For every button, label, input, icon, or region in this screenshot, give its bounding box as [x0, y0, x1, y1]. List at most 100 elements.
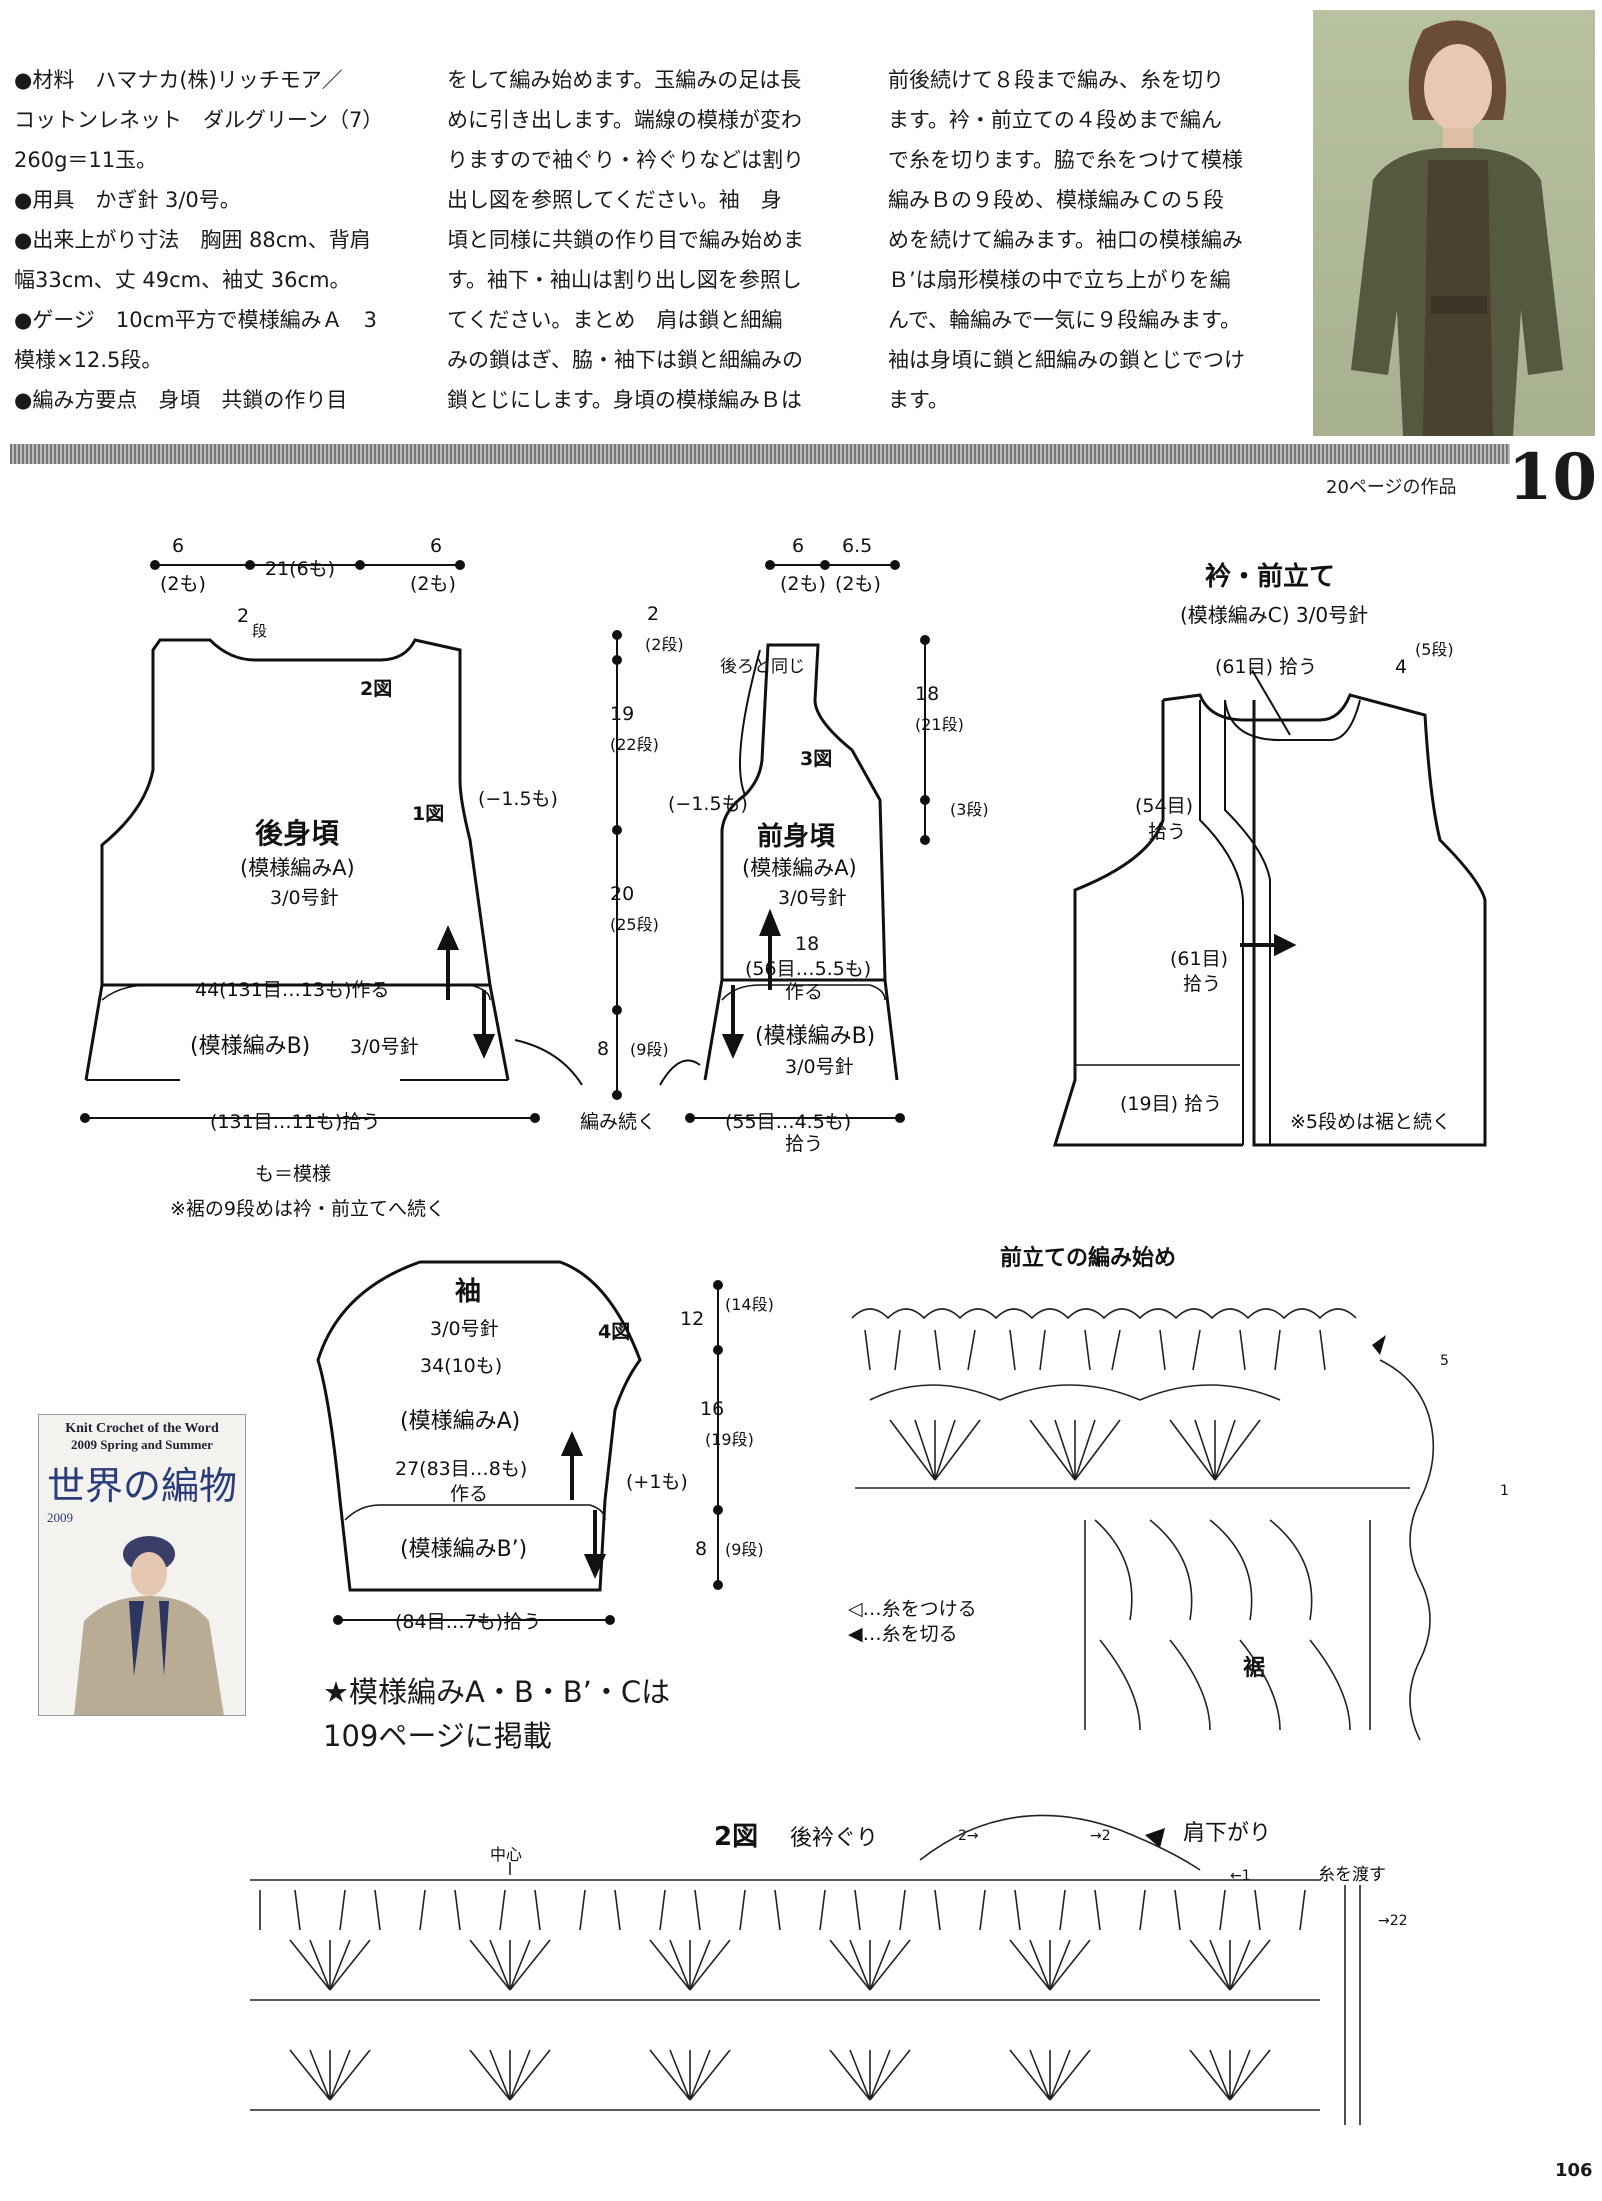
svg-text:1: 1	[1500, 1483, 1509, 1499]
svg-text:5: 5	[1440, 1353, 1449, 1369]
pattern-reference-note: ★模様編みA・B・B’・Cは 109ページに掲載	[323, 1675, 671, 1753]
svg-text:(5段): (5段)	[1415, 640, 1454, 659]
svg-text:8: 8	[597, 1038, 609, 1060]
dim-back-6a: 6	[172, 535, 184, 557]
carry-yarn-label: 糸を渡す	[1318, 1865, 1386, 1885]
svg-text:(2も): (2も)	[780, 573, 826, 595]
text-column-1: ●材料 ハマナカ(株)リッチモア／ コットンレネット ダルグリーン（7） 260…	[14, 68, 384, 412]
svg-text:拾う: 拾う	[785, 1133, 823, 1155]
svg-text:(+1も): (+1も)	[626, 1471, 688, 1493]
back-make: 44(131目…13も)作る	[195, 979, 389, 1001]
fig2-chart-title: 2図	[714, 1822, 758, 1852]
front-body-outline	[720, 643, 887, 982]
svg-text:27(83目…8も): 27(83目…8も)	[395, 1458, 527, 1480]
svg-text:6: 6	[792, 535, 804, 557]
front-body-title: 前身頃	[757, 821, 836, 852]
collar-note: ※5段めは裾と続く	[1290, 1111, 1451, 1133]
svg-text:(19目) 拾う: (19目) 拾う	[1120, 1093, 1222, 1115]
svg-text:(−1.5も): (−1.5も)	[668, 793, 748, 815]
svg-text:2→: 2→	[958, 1828, 979, 1844]
svg-text:(模様編みB): (模様編みB)	[755, 1024, 875, 1049]
svg-text:16: 16	[700, 1398, 724, 1420]
svg-text:12: 12	[680, 1308, 704, 1330]
reference-caption: 20ページの作品	[1326, 477, 1457, 498]
svg-text:20: 20	[610, 883, 634, 905]
svg-text:作る: 作る	[785, 981, 823, 1003]
same-as-back: 後ろと同じ	[720, 657, 805, 677]
back-needle: 3/0号針	[270, 887, 339, 909]
collar-title: 衿・前立て	[1205, 561, 1335, 592]
svg-text:作る: 作る	[450, 1483, 488, 1505]
back-neck-chart	[250, 1814, 1361, 2125]
back-hem-needle: 3/0号針	[350, 1036, 419, 1058]
front-band-chart	[851, 1308, 1435, 1741]
svg-text:(61目): (61目)	[1170, 948, 1228, 970]
center-label: 中心	[490, 1845, 522, 1864]
shoulder-slope-label: 肩下がり	[1183, 1821, 1271, 1846]
cover-line-2: 2009 Spring and Summer	[71, 1437, 213, 1452]
svg-text:18: 18	[795, 933, 819, 955]
back-body-outline	[100, 638, 492, 987]
dim-back-2a: (2も)	[160, 573, 206, 595]
dim-back-21: 21(6も)	[265, 558, 335, 580]
svg-text:8: 8	[695, 1538, 707, 1560]
fig3-label: 3図	[800, 748, 832, 770]
text-column-2: をして編み始めます。玉編みの足は長 めに引き出します。端線の模様が変わ りますの…	[447, 68, 804, 412]
svg-text:(2も): (2も)	[835, 573, 881, 595]
cover-title: 世界の編物	[46, 1464, 237, 1508]
svg-text:(2段): (2段)	[645, 635, 684, 654]
pattern-number: 10	[1508, 440, 1598, 515]
svg-text:→22: →22	[1378, 1913, 1408, 1929]
svg-text:(14段): (14段)	[725, 1295, 774, 1314]
svg-text:3/0号針: 3/0号針	[430, 1318, 499, 1340]
dim-back-2b: (2も)	[410, 573, 456, 595]
svg-text:(61目) 拾う: (61目) 拾う	[1215, 656, 1317, 678]
back-pick: (131目…11も)拾う	[210, 1111, 380, 1133]
legend-attach: ◁…糸をつける	[848, 1598, 977, 1620]
continue-label: 編み続く	[580, 1111, 656, 1133]
svg-text:(25段): (25段)	[610, 915, 659, 934]
svg-text:拾う: 拾う	[1148, 821, 1186, 843]
svg-text:段: 段	[252, 622, 267, 640]
magazine-cover: Knit Crochet of the Word 2009 Spring and…	[38, 1414, 246, 1716]
cover-year: 2009	[47, 1510, 73, 1525]
note-hem: ※裾の9段めは衿・前立てへ続く	[170, 1198, 445, 1220]
svg-text:(54目): (54目)	[1135, 795, 1193, 817]
svg-text:4: 4	[1395, 656, 1407, 678]
back-armhole-dim: (−1.5も)	[478, 788, 558, 810]
front-start-title: 前立ての編み始め	[1000, 1245, 1176, 1271]
legend-mo: も＝模様	[255, 1163, 331, 1185]
cover-line-1: Knit Crochet of the Word	[65, 1421, 219, 1436]
svg-text:2: 2	[647, 603, 659, 625]
model-figure-icon	[1351, 20, 1563, 436]
dim-back-neck: 2	[237, 605, 249, 627]
model-photo	[1313, 10, 1595, 436]
svg-text:34(10も): 34(10も)	[420, 1355, 502, 1377]
svg-text:→2: →2	[1090, 1828, 1111, 1844]
svg-text:18: 18	[915, 683, 939, 705]
svg-text:(84目…7も)拾う: (84目…7も)拾う	[395, 1611, 541, 1633]
svg-text:←1: ←1	[1230, 1868, 1251, 1884]
svg-text:拾う: 拾う	[1183, 973, 1221, 995]
collar-outline	[1162, 693, 1487, 1147]
svg-text:(19段): (19段)	[705, 1430, 754, 1449]
svg-text:3/0号針: 3/0号針	[785, 1056, 854, 1078]
back-body-title: 後身頃	[255, 817, 339, 850]
svg-text:(模様編みA): (模様編みA)	[742, 856, 857, 880]
page-number: 106	[1555, 2160, 1593, 2181]
svg-text:3/0号針: 3/0号針	[778, 887, 847, 909]
svg-text:(模様編みA): (模様編みA)	[400, 1409, 520, 1434]
fig2-label: 2図	[360, 678, 392, 700]
back-hem-outline	[84, 984, 510, 1081]
fig1-label: 1図	[412, 803, 444, 825]
back-pattern: (模様編みA)	[240, 856, 355, 880]
section-rule	[10, 444, 1510, 464]
svg-text:(9段): (9段)	[630, 1040, 669, 1059]
hem-label: 裾	[1243, 1655, 1265, 1681]
svg-text:(9段): (9段)	[725, 1540, 764, 1559]
sleeve-title: 袖	[455, 1276, 481, 1307]
back-hem-pattern: (模様編みB)	[190, 1034, 310, 1059]
dim-back-6b: 6	[430, 535, 442, 557]
sleeve-outline	[316, 1260, 642, 1592]
